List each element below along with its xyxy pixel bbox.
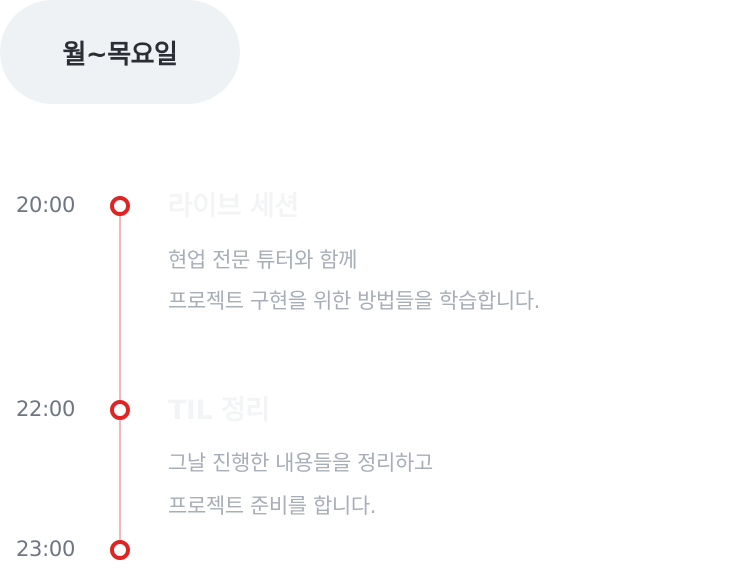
day-range-label: 월~목요일 (62, 39, 178, 70)
timeline-dot (110, 540, 130, 560)
timeline-line (119, 206, 121, 550)
timeline-dot (110, 196, 130, 216)
session-title: TIL 정리 (168, 395, 270, 426)
timeline-dot (110, 400, 130, 420)
day-range-badge: 월~목요일 (0, 0, 240, 104)
time-label: 20:00 (16, 193, 76, 217)
session-description-line: 프로젝트 구현을 위한 방법들을 학습합니다. (168, 289, 540, 313)
session-description-line: 현업 전문 튜터와 함께 (168, 248, 358, 272)
session-description-line: 프로젝트 준비를 합니다. (168, 494, 377, 518)
session-description-line: 그날 진행한 내용들을 정리하고 (168, 451, 433, 475)
session-title: 라이브 세션 (168, 191, 299, 222)
time-label: 22:00 (16, 397, 76, 421)
time-label: 23:00 (16, 537, 76, 561)
